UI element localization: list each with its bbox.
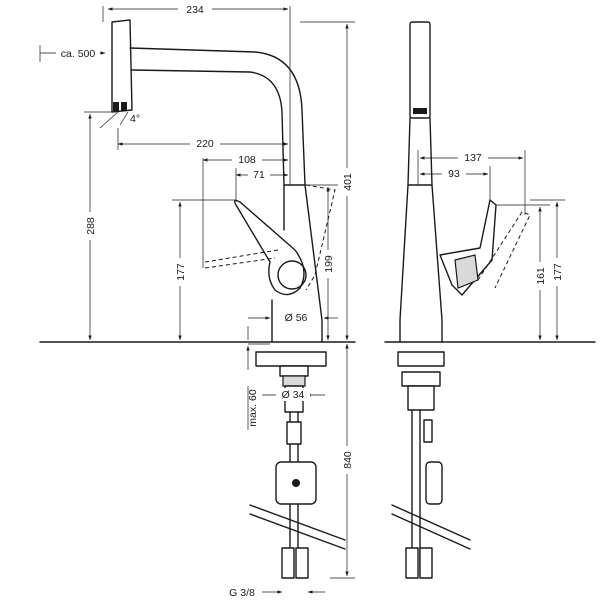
label-bg	[550, 258, 564, 286]
angle-line	[99, 111, 119, 129]
spray-outlet	[113, 102, 119, 111]
lever-pivot	[277, 260, 307, 290]
dim-total-height-label: 401	[342, 173, 354, 191]
lever-alt-position-3	[305, 184, 336, 291]
label-bg	[83, 212, 97, 240]
connector-right	[295, 547, 309, 579]
label-bg	[442, 167, 466, 180]
dim-body-height-label: 199	[323, 255, 335, 273]
label-bg	[232, 153, 262, 166]
front-view: 234 ca. 500 4° 220 108 71 401	[39, 2, 356, 599]
lever-alt-position	[204, 257, 276, 269]
threaded-shank	[282, 375, 306, 387]
dim-spout-height-label: 288	[85, 217, 97, 235]
column-left	[399, 117, 411, 343]
angle-line-2	[119, 111, 129, 126]
connector-left	[281, 547, 295, 579]
dim-lever-height-high-label: 177	[552, 263, 564, 281]
mounting-plate-side	[397, 351, 445, 367]
label-bg	[222, 585, 262, 598]
dim-hose-length-label: 840	[342, 451, 354, 469]
label-bg	[56, 46, 100, 59]
hose-loop-line-2	[249, 513, 346, 550]
dim-max-thickness-label: max. 60	[247, 389, 259, 427]
hose-loop-side-2	[391, 513, 471, 550]
hose-weight-dot	[292, 479, 300, 487]
label-bg	[276, 311, 316, 324]
dim-pullout-label: ca. 500	[61, 48, 96, 60]
dim-handle-offset-label: 108	[238, 154, 256, 166]
dim-handle-height-label: 177	[175, 263, 187, 281]
spout-arm-inner	[131, 69, 285, 186]
hose-loop-side	[391, 504, 471, 541]
lever-side-cap	[454, 254, 479, 289]
dim-lever-reach-label: 137	[464, 152, 482, 164]
lever-side-alt	[477, 211, 531, 289]
column-right	[429, 117, 443, 343]
label-bg	[173, 258, 187, 286]
spray-outlet-2	[121, 102, 127, 111]
label-bg	[190, 137, 220, 150]
hose-loop-line	[249, 504, 346, 541]
label-bg	[321, 250, 335, 278]
dim-overall-width-label: 234	[186, 4, 204, 16]
label-bg	[533, 262, 547, 290]
dim-angle-label: 4°	[130, 113, 140, 125]
side-view: 137 93 161 177	[384, 21, 596, 579]
mounting-nut-top	[279, 365, 309, 377]
dim-handle-reach-label: 71	[253, 169, 265, 181]
label-bg	[340, 168, 354, 196]
hose-fitting-side	[423, 419, 433, 443]
dim-lever-offset-label: 93	[448, 168, 460, 180]
lever-handle	[233, 199, 305, 296]
lever-alt-position-2	[204, 249, 279, 263]
hose-fitting	[286, 421, 302, 445]
connector-side-2	[419, 547, 433, 579]
mounting-plate	[255, 351, 327, 367]
dim-base-diameter-label: Ø 56	[285, 312, 308, 324]
connector-side-1	[405, 547, 419, 579]
label-bg	[248, 168, 270, 181]
nut-side	[401, 371, 441, 387]
label-bg	[178, 2, 212, 15]
dim-lever-height-low-label: 161	[535, 267, 547, 285]
label-bg	[276, 388, 310, 401]
dim-spout-reach-label: 220	[196, 138, 214, 150]
label-bg	[458, 151, 488, 164]
lever-side	[439, 199, 497, 296]
spout-head	[111, 19, 133, 113]
dim-thread-label: G 3/8	[229, 587, 255, 599]
label-bg	[340, 446, 354, 474]
spout-arm-outer	[129, 47, 323, 343]
spout-column-head	[409, 21, 431, 119]
dim-hole-diameter-label: Ø 34	[282, 389, 305, 401]
shank-side	[407, 385, 435, 411]
hose-weight-side	[425, 461, 443, 505]
spout-column-outlet	[413, 108, 427, 114]
